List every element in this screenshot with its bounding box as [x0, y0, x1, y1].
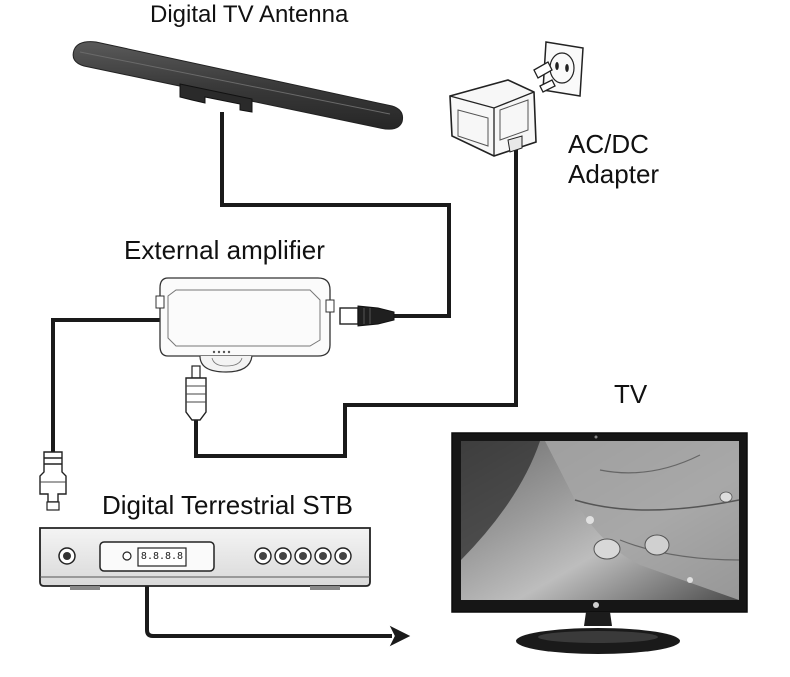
amplifier-icon: [155, 277, 335, 373]
amp-to-stb-cable: [51, 318, 160, 452]
antenna-icon: [72, 41, 403, 130]
power-plug-icon: [449, 61, 556, 157]
adapter-cable: [194, 146, 518, 458]
stb-front-display: 8.8.8.8: [140, 551, 184, 562]
tv-label: TV: [614, 379, 648, 409]
stb-to-tv-cable: [145, 584, 392, 638]
arrow-right-icon: [389, 625, 411, 647]
dc-plug-icon: [185, 365, 207, 421]
adapter-label: AC/DC Adapter: [568, 129, 660, 189]
set-top-box-icon: [39, 527, 371, 590]
tv-monitor-icon: [451, 432, 748, 654]
coax-connector-icon: [339, 305, 395, 327]
cables: [51, 112, 518, 638]
antenna-label: Digital TV Antenna: [150, 1, 349, 28]
antenna-cable: [220, 112, 451, 318]
stb-label: Digital Terrestrial STB: [102, 490, 353, 520]
stb-input-connector-icon: [39, 451, 67, 511]
amplifier-label: External amplifier: [124, 235, 325, 265]
